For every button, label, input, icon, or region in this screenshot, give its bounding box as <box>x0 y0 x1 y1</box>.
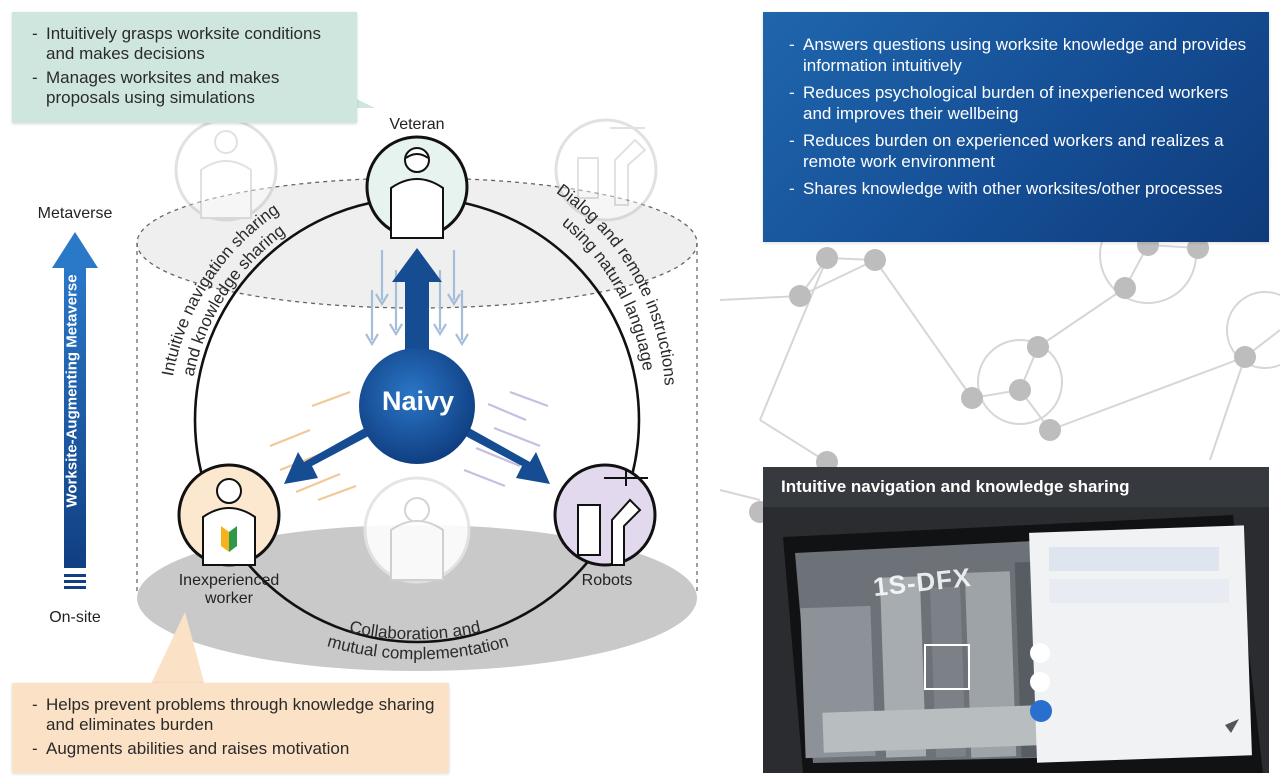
incoming-arrows-right <box>463 390 549 488</box>
navigation-photo-panel: 1S-DFX Intuitive navigation and knowledg… <box>763 467 1269 773</box>
axis-arrow-label: Worksite-Augmenting Metaverse <box>63 274 81 508</box>
veteran-point: Manages worksites and makes proposals us… <box>30 68 347 108</box>
faded-robot-right <box>554 118 658 222</box>
naivy-tri-arrow <box>284 248 550 484</box>
naivy-core <box>359 348 475 464</box>
panel-title: Intuitive navigation and knowledge shari… <box>763 467 1269 507</box>
benefit-point: Answers questions using worksite knowled… <box>787 34 1255 76</box>
faded-avatar-bottom <box>363 476 471 584</box>
robots-label: Robots <box>581 572 633 589</box>
faded-avatar-left <box>174 118 278 222</box>
veteran-point: Intuitively grasps worksite conditions a… <box>30 24 347 64</box>
onsite-label: On-site <box>49 609 101 626</box>
benefits-callout: Answers questions using worksite knowled… <box>763 12 1269 242</box>
worker-label-line1: Inexperienced <box>178 572 280 589</box>
worker-label: Inexperienced worker <box>159 572 299 608</box>
worker-avatar <box>177 463 281 567</box>
veteran-label: Veteran <box>389 116 445 133</box>
benefit-point: Reduces psychological burden of inexperi… <box>787 82 1255 124</box>
network-nodes <box>749 234 1256 523</box>
robot-avatar <box>553 463 657 567</box>
metaverse-label: Metaverse <box>37 205 113 222</box>
naivy-label: Naivy <box>381 386 455 416</box>
worker-label-line2: worker <box>204 590 253 607</box>
worker-callout: Helps prevent problems through knowledge… <box>12 683 449 773</box>
worker-point: Helps prevent problems through knowledge… <box>30 695 439 735</box>
benefit-point: Reduces burden on experienced workers an… <box>787 130 1255 172</box>
worker-point: Augments abilities and raises motivation <box>30 739 439 759</box>
veteran-callout: Intuitively grasps worksite conditions a… <box>12 12 357 123</box>
veteran-avatar <box>365 135 469 239</box>
worker-callout-pointer <box>150 612 205 686</box>
benefit-point: Shares knowledge with other worksites/ot… <box>787 178 1255 199</box>
onsite-ellipse <box>137 525 697 671</box>
tablet-photo <box>763 467 1269 773</box>
metaverse-axis-arrow <box>52 232 98 589</box>
